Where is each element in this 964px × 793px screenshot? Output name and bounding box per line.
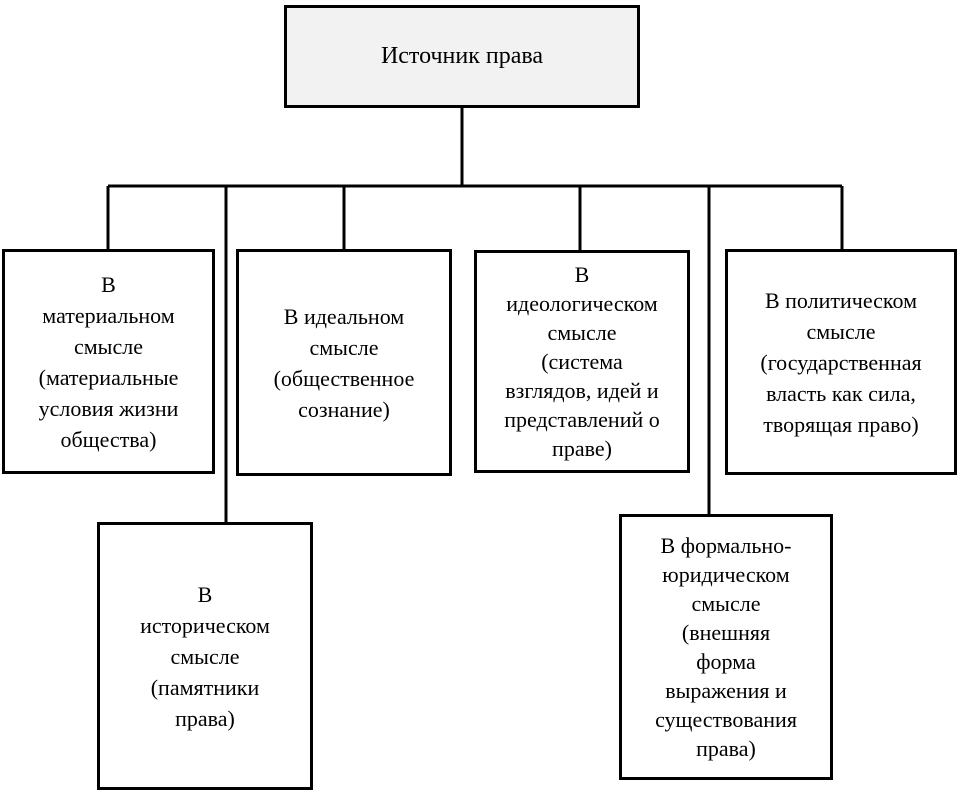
node-historical-line: смысле bbox=[170, 643, 240, 669]
node-political-line: В политическом bbox=[764, 287, 917, 313]
node-ideological-line: идеологическом bbox=[506, 291, 658, 316]
node-material-line: смысле bbox=[74, 333, 143, 359]
node-ideological-line: смысле bbox=[547, 320, 617, 345]
node-formal-line: юридическом bbox=[662, 562, 790, 587]
node-formal-line: смысле bbox=[691, 591, 761, 616]
node-formal-line: В формально- bbox=[660, 533, 792, 558]
node-historical-line: В bbox=[197, 581, 213, 607]
node-political: В политическом смысле (государственная в… bbox=[725, 249, 957, 475]
node-ideological-line: представлений о bbox=[504, 407, 660, 432]
node-historical-line: права) bbox=[175, 705, 235, 731]
node-formal: В формально- юридическом смысле (внешняя… bbox=[619, 514, 833, 780]
node-political-line: власть как сила, bbox=[766, 380, 916, 406]
node-historical-line: историческом bbox=[140, 612, 270, 638]
node-formal-line: выражения и bbox=[665, 678, 787, 703]
node-ideological: В идеологическом смысле (система взглядо… bbox=[474, 250, 690, 473]
root-box: Источник права bbox=[284, 5, 640, 108]
node-ideological-line: (система bbox=[541, 349, 623, 374]
node-ideological-line: праве) bbox=[552, 436, 612, 461]
node-material-line: материальном bbox=[42, 302, 175, 328]
node-ideal-line: сознание) bbox=[298, 396, 390, 422]
node-formal-line: форма bbox=[696, 649, 756, 674]
node-formal-line: существования bbox=[655, 707, 797, 732]
node-material-line: условия жизни bbox=[38, 395, 179, 421]
node-historical-line: (памятники bbox=[150, 674, 260, 700]
node-ideal: В идеальном смысле (общественное сознани… bbox=[236, 249, 452, 476]
node-material-line: общества) bbox=[60, 426, 157, 452]
node-formal-line: права) bbox=[696, 736, 756, 761]
root-label: Источник права bbox=[380, 43, 544, 69]
node-political-line: (государственная bbox=[760, 349, 922, 375]
node-material-line: (материальные bbox=[38, 364, 179, 390]
node-formal-line: (внешняя bbox=[681, 620, 771, 645]
node-ideal-line: (общественное bbox=[273, 365, 415, 391]
node-ideological-line: взглядов, идей и bbox=[505, 378, 659, 403]
node-material-line: В bbox=[101, 271, 116, 297]
node-political-line: творящая право) bbox=[763, 411, 919, 437]
node-ideal-line: смысле bbox=[309, 334, 379, 360]
node-ideal-line: В идеальном bbox=[283, 303, 405, 329]
node-political-line: смысле bbox=[806, 318, 876, 344]
node-material: В материальном смысле (материальные усло… bbox=[2, 249, 215, 474]
node-ideological-line: В bbox=[574, 262, 590, 287]
node-historical: В историческом смысле (памятники права) bbox=[97, 522, 313, 790]
